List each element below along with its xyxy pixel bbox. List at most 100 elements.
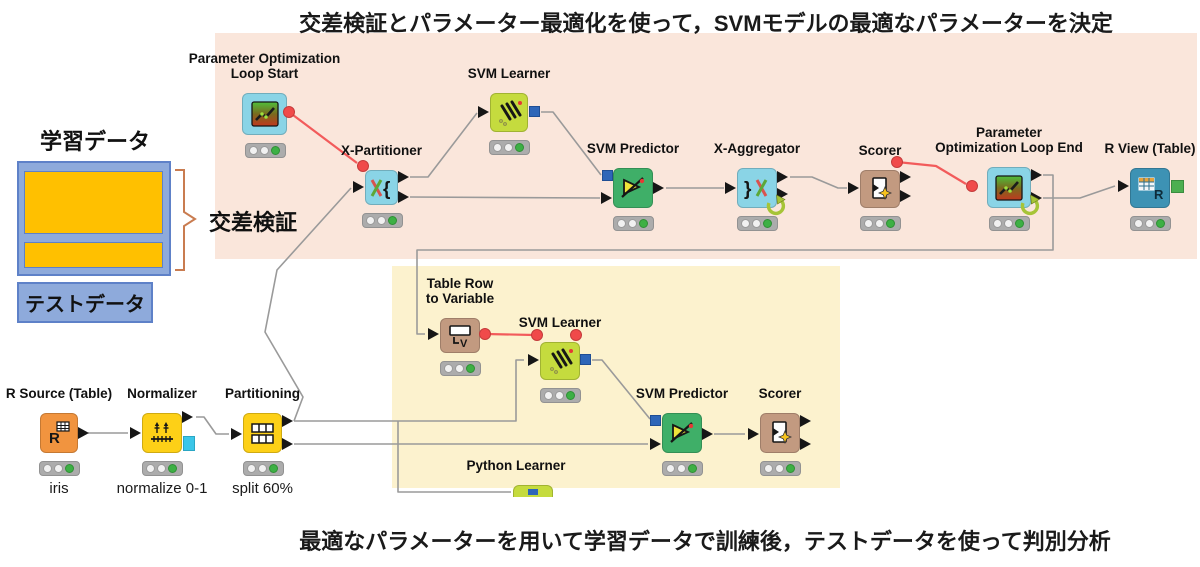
flow-variable-port[interactable] <box>283 106 295 118</box>
input-port-arrow[interactable] <box>231 428 242 440</box>
connection <box>416 174 1054 335</box>
status-amber-off <box>504 143 513 152</box>
flow-variable-port[interactable] <box>891 156 903 168</box>
output-port-arrow[interactable] <box>1031 169 1042 181</box>
status-red-off <box>741 219 750 228</box>
node-title-svm-predictor-final: SVM Predictor <box>635 386 729 401</box>
node-svm-learner-final[interactable] <box>540 342 580 380</box>
output-port-arrow[interactable] <box>800 438 811 450</box>
node-sublabel-partitioning: split 60% <box>232 480 293 497</box>
optimization-chart-icon <box>250 101 279 127</box>
node-r-source-table[interactable]: R <box>40 413 78 453</box>
output-port-arrow[interactable] <box>182 411 193 423</box>
status-red-off <box>864 219 873 228</box>
node-svm-predictor-cv[interactable] <box>613 168 653 208</box>
input-port-arrow[interactable] <box>601 192 612 204</box>
connection <box>592 359 651 420</box>
input-port-arrow[interactable] <box>478 106 489 118</box>
flow-variable-port[interactable] <box>966 180 978 192</box>
status-red-off <box>493 143 502 152</box>
connection <box>409 196 601 199</box>
input-port-arrow[interactable] <box>748 428 759 440</box>
output-port-arrow[interactable] <box>900 171 911 183</box>
test-data-box: テストデータ <box>17 282 153 323</box>
x-partitioner-icon: { <box>370 179 390 200</box>
node-python-learner[interactable] <box>513 485 553 497</box>
input-port-arrow[interactable] <box>528 354 539 366</box>
node-svm-learner-cv[interactable] <box>490 93 528 132</box>
input-port-arrow[interactable] <box>848 182 859 194</box>
node-title-table-row-to-variable: Table Row to Variable <box>425 276 495 306</box>
input-port-arrow[interactable] <box>353 181 364 193</box>
traffic-light <box>440 361 481 376</box>
flow-variable-port[interactable] <box>479 328 491 340</box>
flow-variable-port[interactable] <box>531 329 543 341</box>
node-r-view-table[interactable]: R <box>1130 168 1170 208</box>
model-input-port[interactable] <box>650 415 661 426</box>
svm-learner-icon <box>550 348 573 374</box>
status-green-on <box>466 364 475 373</box>
image-output-port[interactable] <box>1171 180 1184 193</box>
status-red-off <box>666 464 675 473</box>
output-port-arrow[interactable] <box>777 188 788 200</box>
top-caption: 交差検証とパラメーター最適化を使って，SVMモデルの最適なパラメーターを決定 <box>299 11 1113 36</box>
status-amber-off <box>1145 219 1154 228</box>
loop-arrow-icon <box>1017 194 1041 223</box>
model-output-port[interactable] <box>580 354 591 365</box>
output-port-arrow[interactable] <box>398 171 409 183</box>
node-partitioning[interactable] <box>243 413 282 453</box>
node-param-opt-loop-end[interactable] <box>987 167 1031 208</box>
node-x-aggregator[interactable]: } <box>737 168 777 208</box>
output-port-arrow[interactable] <box>78 427 89 439</box>
aux-output-port[interactable] <box>183 436 195 451</box>
connection <box>264 187 352 422</box>
output-port-arrow[interactable] <box>702 428 713 440</box>
connection <box>485 332 535 337</box>
svm-predictor-icon <box>621 177 645 198</box>
output-port-arrow[interactable] <box>800 415 811 427</box>
traffic-light <box>244 143 286 158</box>
status-red-off <box>1134 219 1143 228</box>
model-input-port[interactable] <box>602 170 613 181</box>
node-scorer-cv[interactable] <box>860 170 900 208</box>
input-port-arrow[interactable] <box>1118 180 1129 192</box>
status-red-off <box>444 364 453 373</box>
scorer-doc-star-icon <box>872 177 893 201</box>
traffic-light <box>489 140 530 155</box>
traffic-light <box>1130 216 1171 231</box>
node-normalizer[interactable] <box>142 413 182 453</box>
flow-variable-port[interactable] <box>357 160 369 172</box>
status-amber-off <box>455 364 464 373</box>
status-amber-off <box>775 464 784 473</box>
node-title-python-learner: Python Learner <box>466 458 566 473</box>
status-green-on <box>566 391 575 400</box>
output-port-arrow[interactable] <box>282 415 293 427</box>
output-port-arrow[interactable] <box>777 171 788 183</box>
output-port-arrow[interactable] <box>398 191 409 203</box>
node-param-opt-loop-start[interactable] <box>242 93 287 135</box>
training-data-label: 学習データ <box>39 129 150 154</box>
svg-text:R: R <box>49 430 60 447</box>
output-port-arrow[interactable] <box>900 190 911 202</box>
input-port-arrow[interactable] <box>130 427 141 439</box>
output-port-arrow[interactable] <box>282 438 293 450</box>
r-view-table-icon: R <box>1138 177 1164 202</box>
node-scorer-final[interactable] <box>760 413 800 453</box>
svm-learner-icon <box>499 100 522 126</box>
status-amber-off <box>259 146 269 155</box>
model-output-port[interactable] <box>529 106 540 117</box>
node-title-scorer-final: Scorer <box>758 386 802 401</box>
input-port-arrow[interactable] <box>428 328 439 340</box>
status-red-off <box>248 146 258 155</box>
traffic-light <box>760 461 801 476</box>
input-port-arrow[interactable] <box>650 438 661 450</box>
flow-variable-port[interactable] <box>570 329 582 341</box>
input-port-arrow[interactable] <box>725 182 736 194</box>
cross-validation-label: 交差検証 <box>209 210 298 235</box>
training-fold-segment <box>24 171 163 234</box>
node-x-partitioner[interactable]: { <box>365 170 398 205</box>
svg-text:{: { <box>383 179 390 200</box>
node-title-svm-learner-cv: SVM Learner <box>467 66 551 81</box>
node-svm-predictor-final[interactable] <box>662 413 702 453</box>
output-port-arrow[interactable] <box>653 182 664 194</box>
